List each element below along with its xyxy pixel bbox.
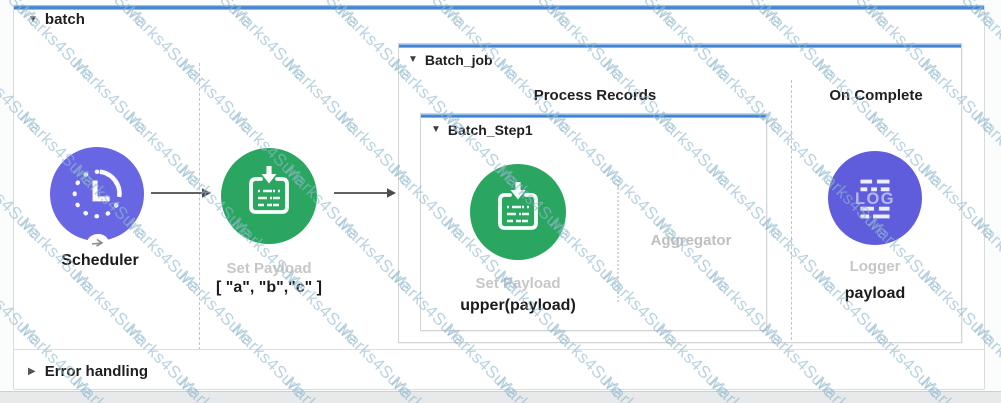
error-handling-separator — [14, 349, 984, 350]
collapse-triangle-icon[interactable]: ▼ — [408, 54, 418, 65]
set-payload-component[interactable] — [470, 164, 566, 260]
error-handling-header[interactable]: ▶ Error handling — [28, 363, 148, 380]
log-icon: LOG — [855, 179, 895, 219]
clock-icon — [72, 169, 122, 219]
batch-job-title: Batch_job — [424, 52, 493, 68]
error-handling-label: Error handling — [44, 363, 149, 380]
canvas-bottom-band — [0, 391, 1001, 403]
on-complete-divider — [791, 80, 792, 340]
logger-value: payload — [844, 285, 906, 302]
scope-accent-bar — [421, 114, 766, 118]
document-arrow-down-icon — [498, 182, 538, 230]
scheduler-component[interactable] — [50, 147, 144, 241]
batch-step1-title: Batch_Step1 — [447, 122, 533, 138]
aggregator-placeholder[interactable]: Aggregator — [650, 232, 732, 249]
flow-arrow — [334, 188, 396, 198]
batch-job-header[interactable]: ▼ Batch_job — [408, 52, 493, 68]
flow-title: batch — [44, 11, 85, 28]
collapse-triangle-icon[interactable]: ▼ — [28, 13, 38, 25]
source-section-divider — [199, 63, 200, 350]
set-payload-type-label: Set Payload — [475, 275, 561, 292]
process-records-header: Process Records — [533, 87, 657, 104]
scheduler-label: Scheduler — [61, 252, 139, 269]
flow-arrow — [151, 188, 211, 198]
set-payload-type-label: Set Payload — [226, 260, 312, 277]
collapse-triangle-icon[interactable]: ▼ — [431, 124, 441, 135]
collapse-triangle-icon[interactable]: ▶ — [28, 365, 36, 377]
scope-accent-bar — [399, 44, 961, 48]
batch-step1-header[interactable]: ▼ Batch_Step1 — [431, 122, 533, 138]
trigger-badge — [87, 234, 109, 252]
flow-accent-bar — [14, 5, 984, 10]
logger-type-label: Logger — [849, 258, 901, 275]
svg-text:LOG: LOG — [855, 190, 895, 208]
trigger-arrow-icon — [91, 238, 104, 247]
logger-component[interactable]: LOG — [828, 151, 922, 245]
set-payload-component[interactable] — [221, 148, 317, 244]
on-complete-header: On Complete — [829, 87, 923, 104]
set-payload-value: [ "a", "b","c" ] — [216, 279, 322, 296]
flow-header[interactable]: ▼ batch — [28, 11, 85, 28]
document-arrow-down-icon — [249, 166, 289, 214]
aggregator-drop-divider — [617, 180, 619, 302]
set-payload-value: upper(payload) — [460, 297, 576, 314]
